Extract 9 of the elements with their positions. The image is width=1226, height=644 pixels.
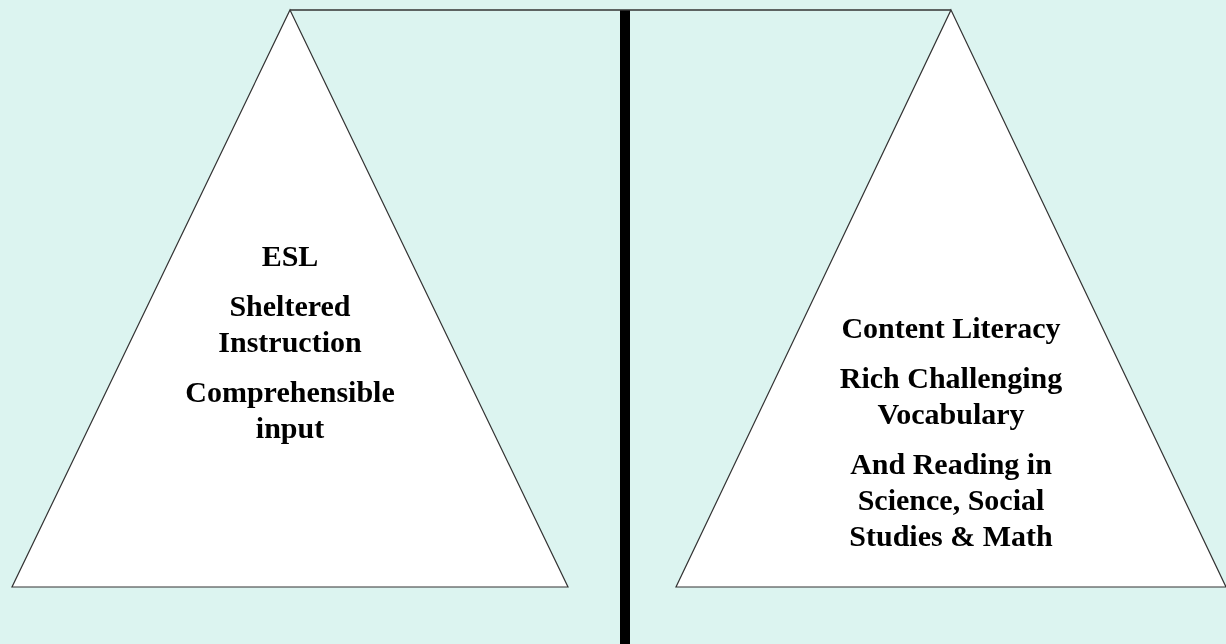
- triangle-pan: [676, 10, 1226, 587]
- pan-text: Sheltered Instruction: [217, 288, 363, 360]
- pan-text: Comprehensible input: [184, 374, 396, 446]
- pan-text: And Reading in Science, Social Studies & Math: [848, 446, 1054, 554]
- pan-text: Content Literacy: [840, 310, 1062, 346]
- pan-text: ESL: [260, 238, 320, 274]
- scale-beam: [289, 9, 952, 11]
- pan-text: Rich Challenging Vocabulary: [838, 360, 1064, 432]
- triangle-pan: [12, 10, 568, 587]
